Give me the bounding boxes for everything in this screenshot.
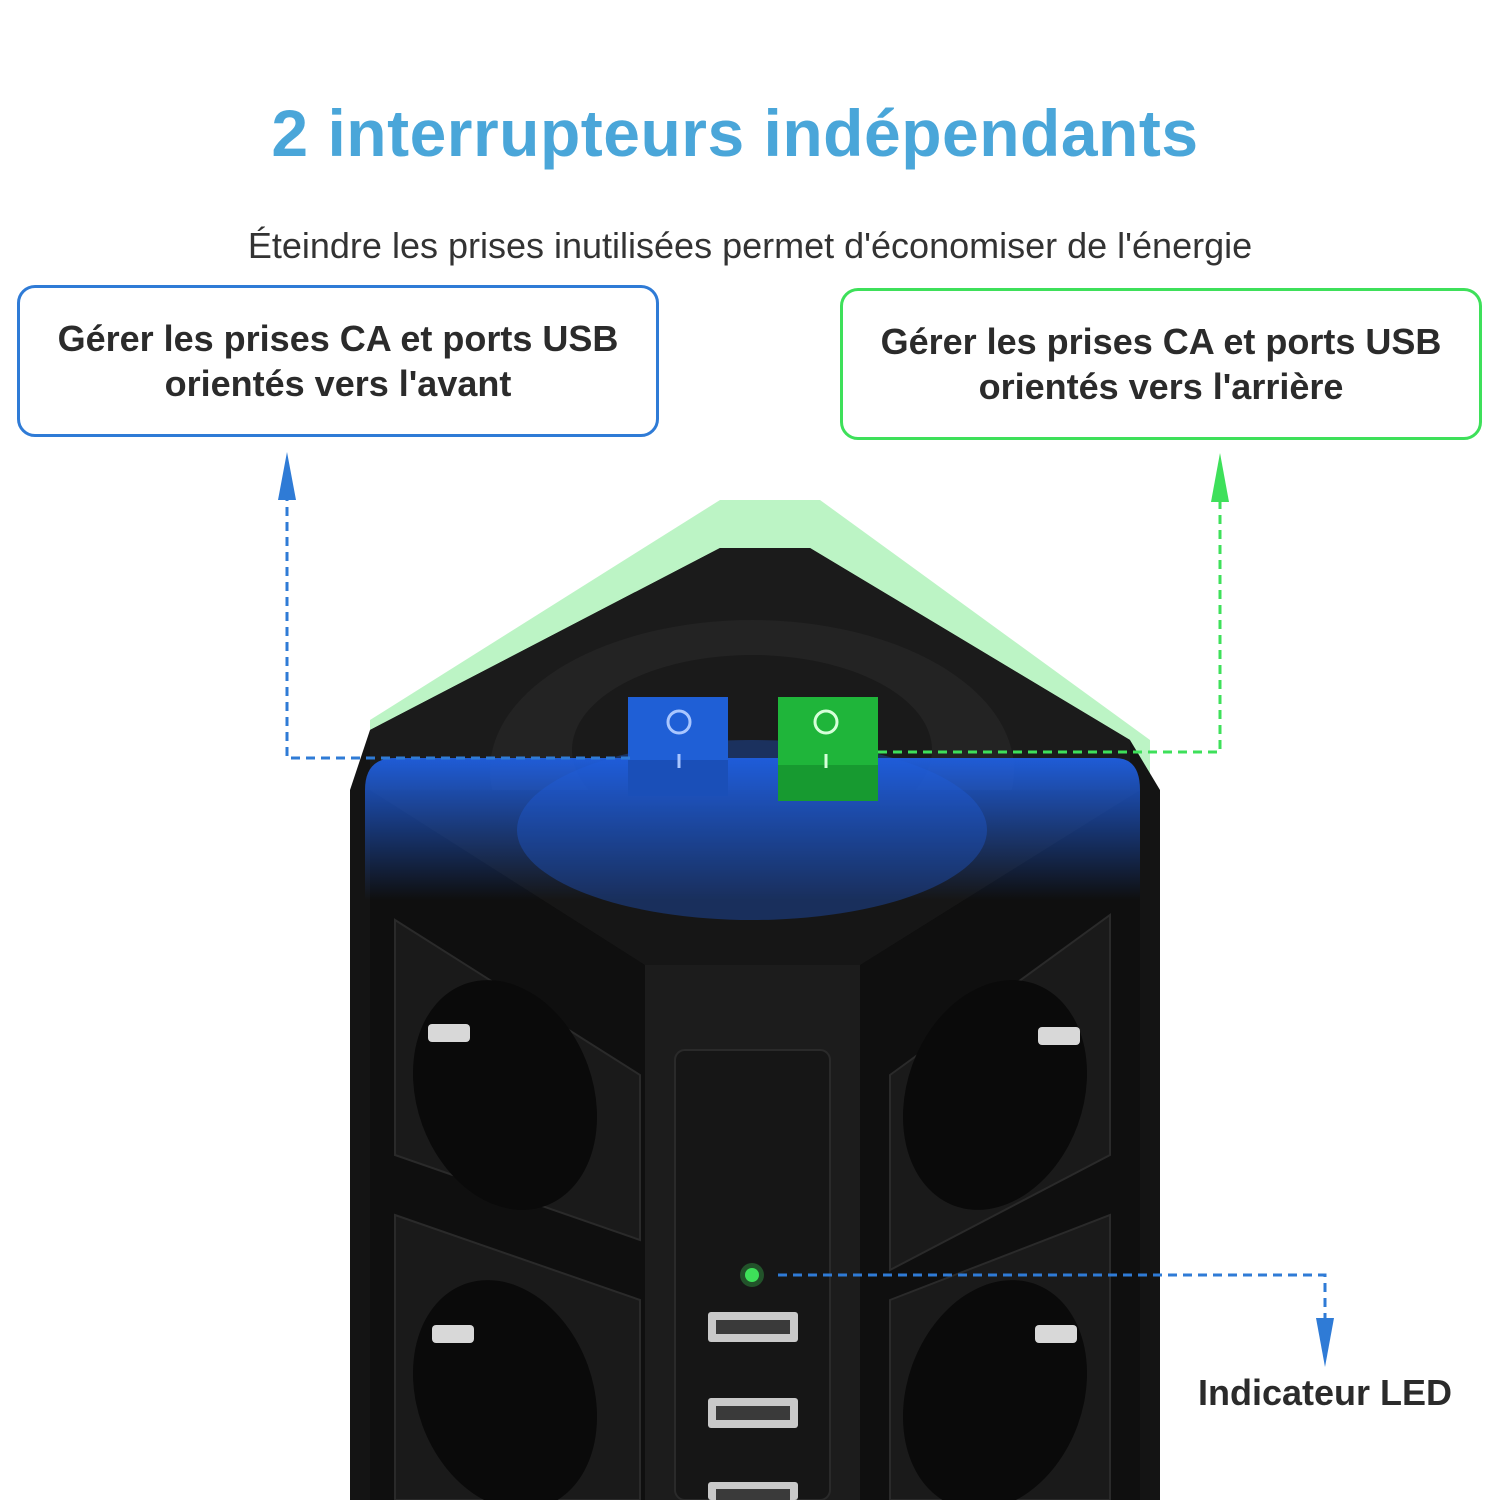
front-switch <box>628 697 728 796</box>
page-title: 2 interrupteurs indépendants <box>271 96 1199 170</box>
led-indicator-label: Indicateur LED <box>1198 1372 1453 1413</box>
callout-front-line2: orientés vers l'avant <box>164 363 512 404</box>
page-subtitle: Éteindre les prises inutilisées permet d… <box>247 225 1253 266</box>
callout-back-line2: orientés vers l'arrière <box>978 366 1344 407</box>
back-leader-line <box>878 453 1229 754</box>
callout-front-switch: Gérer les prises CA et ports USB orienté… <box>17 285 659 437</box>
blue-highlight <box>365 740 1140 920</box>
callout-back-line1: Gérer les prises CA et ports USB <box>880 321 1442 362</box>
eu-socket-icon <box>394 918 641 1242</box>
eu-socket-icon <box>394 1213 641 1500</box>
callout-back-switch: Gérer les prises CA et ports USB orienté… <box>840 288 1482 440</box>
usb-port-icon <box>708 1398 798 1428</box>
eu-socket-icon <box>889 1213 1111 1500</box>
back-switch <box>778 697 878 801</box>
front-leader-line <box>278 452 630 760</box>
arrow-up-icon <box>1211 453 1229 502</box>
switch-off-icon <box>813 709 839 735</box>
usb-port-icon <box>708 1482 798 1500</box>
arrow-down-icon <box>1316 1318 1334 1367</box>
switch-off-icon <box>666 709 692 735</box>
led-leader-line <box>778 1273 1334 1367</box>
callout-front-line1: Gérer les prises CA et ports USB <box>57 318 619 359</box>
led-indicator-icon <box>740 1263 764 1287</box>
arrow-up-icon <box>278 452 296 500</box>
usb-port-icon <box>708 1312 798 1342</box>
eu-socket-icon <box>889 913 1111 1272</box>
